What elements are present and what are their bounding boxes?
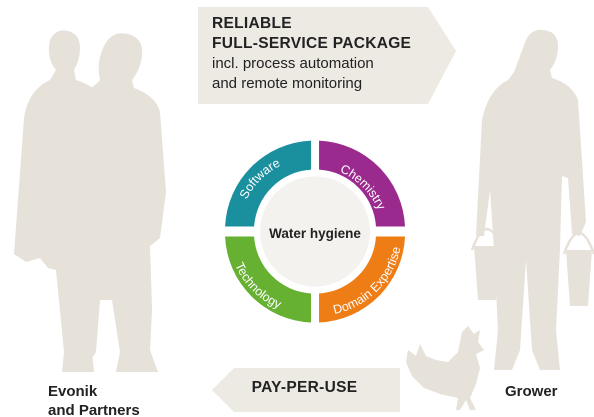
banner-subtitle-line-1: incl. process automation [212, 55, 374, 72]
evonik-label-line-1: Evonik [48, 383, 98, 400]
wheel-segment-domain-expertise [319, 236, 406, 323]
service-package-text: RELIABLE FULL-SERVICE PACKAGE incl. proc… [212, 14, 452, 94]
banner-title-line-1: RELIABLE [212, 15, 292, 32]
wheel-segment-technology [225, 236, 312, 323]
pay-per-use-label: PAY-PER-USE [251, 379, 358, 396]
service-arrow-shape [198, 7, 456, 104]
wheel-segment-chemistry [319, 140, 406, 227]
evonik-label: Evonik and Partners [48, 382, 168, 417]
wheel-segment-software [225, 140, 312, 227]
banner-subtitle-line-2: and remote monitoring [212, 75, 363, 92]
evonik-label-line-2: and Partners [48, 402, 140, 417]
evonik-people-silhouette-icon [14, 30, 166, 373]
grower-label: Grower [505, 383, 558, 400]
grower-silhouette-icon [470, 29, 594, 370]
wheel-center-disc [260, 176, 370, 287]
rooster-silhouette-icon [406, 326, 484, 410]
banner-title-line-2: FULL-SERVICE PACKAGE [212, 35, 412, 52]
payment-arrow-shape [212, 368, 400, 412]
wheel-center-label: Water hygiene [269, 226, 361, 241]
